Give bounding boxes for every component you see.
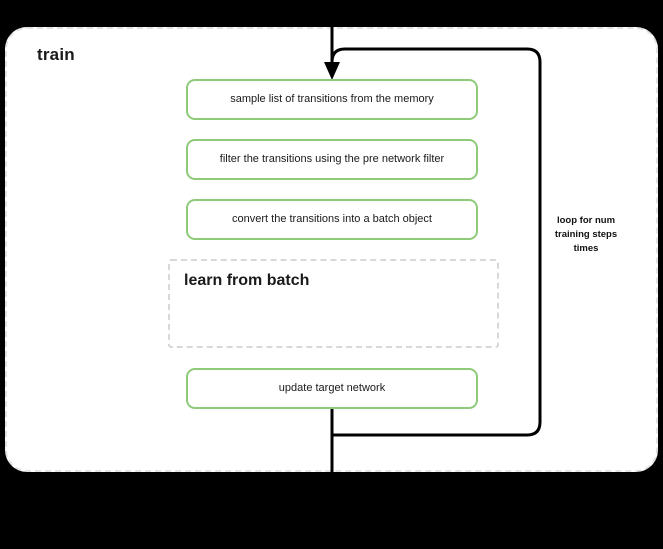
subblock-title: learn from batch — [184, 272, 310, 289]
loop-annotation-label: loop for num training steps times — [554, 215, 618, 254]
step-box-filter[interactable]: filter the transitions using the pre net… — [186, 139, 478, 180]
step-label-update-target-network: update target network — [278, 381, 386, 394]
step-box-sample[interactable]: sample list of transitions from the memo… — [186, 79, 478, 120]
subblock-learn-from-batch[interactable]: learn from batch — [168, 259, 499, 348]
page-title: train — [37, 45, 75, 64]
step-label-filter: filter the transitions using the pre net… — [219, 152, 445, 165]
step-label-convert: convert the transitions into a batch obj… — [232, 212, 432, 225]
step-label-sample: sample list of transitions from the memo… — [230, 92, 434, 105]
step-box-convert[interactable]: convert the transitions into a batch obj… — [186, 199, 478, 240]
step-box-update-target-network[interactable]: update target network — [186, 368, 478, 409]
